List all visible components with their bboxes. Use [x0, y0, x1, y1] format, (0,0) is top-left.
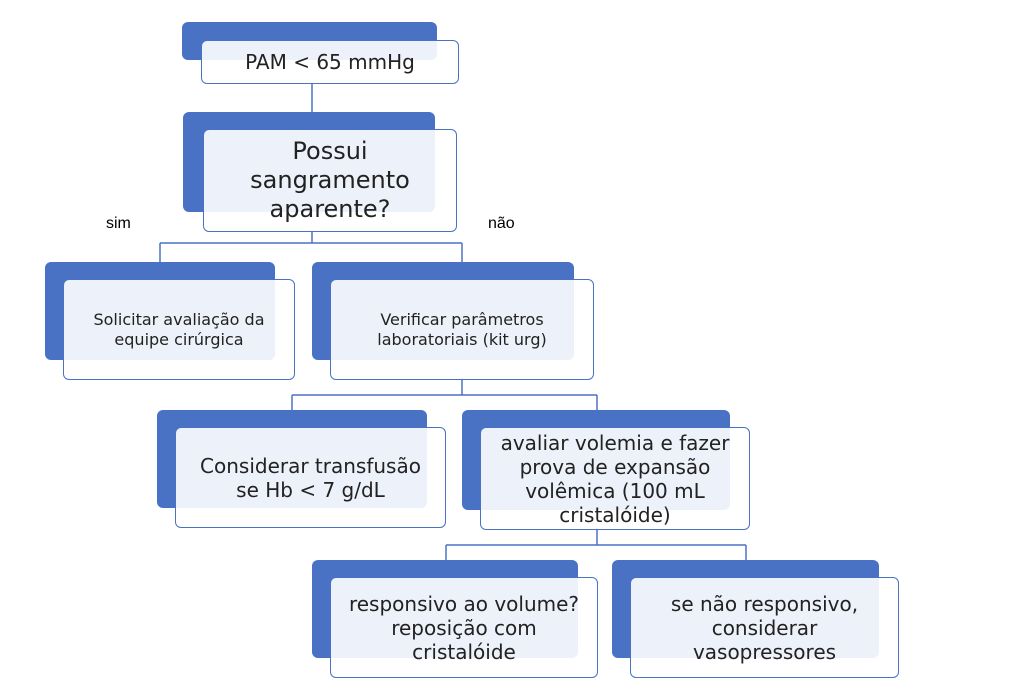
node-not-responsive: se não responsivo, considerar vasopresso… — [612, 560, 899, 678]
node-bleeding-question-box: Possui sangramento aparente? — [203, 129, 457, 232]
node-not-responsive-box: se não responsivo, considerar vasopresso… — [630, 577, 899, 678]
node-lab-params: Verificar parâmetros laboratoriais (kit … — [312, 262, 594, 380]
node-volemia-text: avaliar volemia e fazer prova de expansã… — [500, 430, 730, 527]
node-pam: PAM < 65 mmHg — [182, 22, 459, 84]
node-lab-params-box: Verificar parâmetros laboratoriais (kit … — [330, 279, 594, 380]
node-transfusion-box: Considerar transfusão se Hb < 7 g/dL — [175, 427, 446, 528]
node-responsive: responsivo ao volume? reposição com cris… — [312, 560, 598, 678]
node-transfusion-text: Considerar transfusão se Hb < 7 g/dL — [200, 453, 421, 502]
node-not-responsive-text: se não responsivo, considerar vasopresso… — [670, 591, 859, 664]
node-pam-box: PAM < 65 mmHg — [201, 40, 459, 84]
node-bleeding-question: Possui sangramento aparente? — [183, 112, 457, 232]
node-responsive-text: responsivo ao volume? reposição com cris… — [348, 591, 580, 664]
node-surgical-team-box: Solicitar avaliação da equipe cirúrgica — [63, 279, 295, 380]
node-volemia: avaliar volemia e fazer prova de expansã… — [462, 410, 750, 530]
node-surgical-team-text: Solicitar avaliação da equipe cirúrgica — [93, 310, 265, 349]
node-volemia-box: avaliar volemia e fazer prova de expansã… — [480, 427, 750, 530]
node-surgical-team: Solicitar avaliação da equipe cirúrgica — [45, 262, 295, 380]
node-transfusion: Considerar transfusão se Hb < 7 g/dL — [157, 410, 446, 528]
label-yes: sim — [106, 215, 131, 232]
node-pam-text: PAM < 65 mmHg — [245, 50, 415, 74]
node-lab-params-text: Verificar parâmetros laboratoriais (kit … — [377, 310, 547, 349]
node-responsive-box: responsivo ao volume? reposição com cris… — [330, 577, 598, 678]
label-no: não — [488, 215, 515, 232]
node-bleeding-question-text: Possui sangramento aparente? — [250, 137, 410, 223]
